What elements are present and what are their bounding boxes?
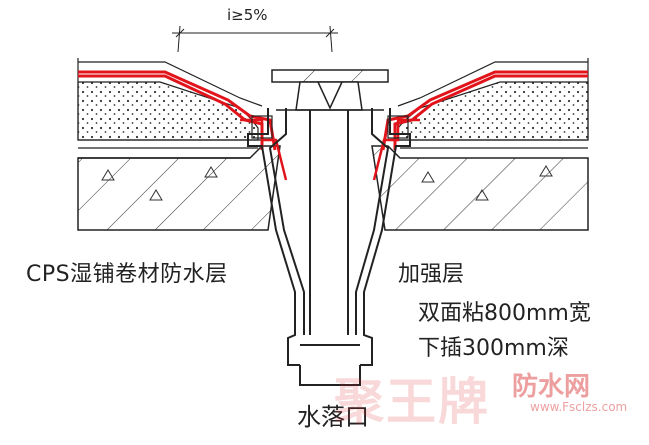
diagram-title: 水落口 [297,403,369,431]
slope-label: i≥5% [227,6,268,24]
screed-left [77,81,259,141]
cps-membrane-label: CPS湿铺卷材防水层 [26,262,228,287]
reinforcement-layer [240,118,420,181]
concrete-slab-left [77,145,281,231]
concrete-slab-right [371,145,589,231]
reinforcement-label: 加强层 [398,262,465,287]
note-depth: 下插300mm深 [418,336,569,361]
watermark-brand: 聚王牌 [334,373,490,431]
slope-dimension [172,25,338,53]
watermark-site: 防水网 [512,372,591,402]
screed-right [397,81,589,141]
drain-body [247,108,411,386]
watermark-url: www.Fsclzs.com [530,400,628,414]
note-width: 双面粘800mm宽 [418,301,591,326]
drain-grate [271,69,389,111]
